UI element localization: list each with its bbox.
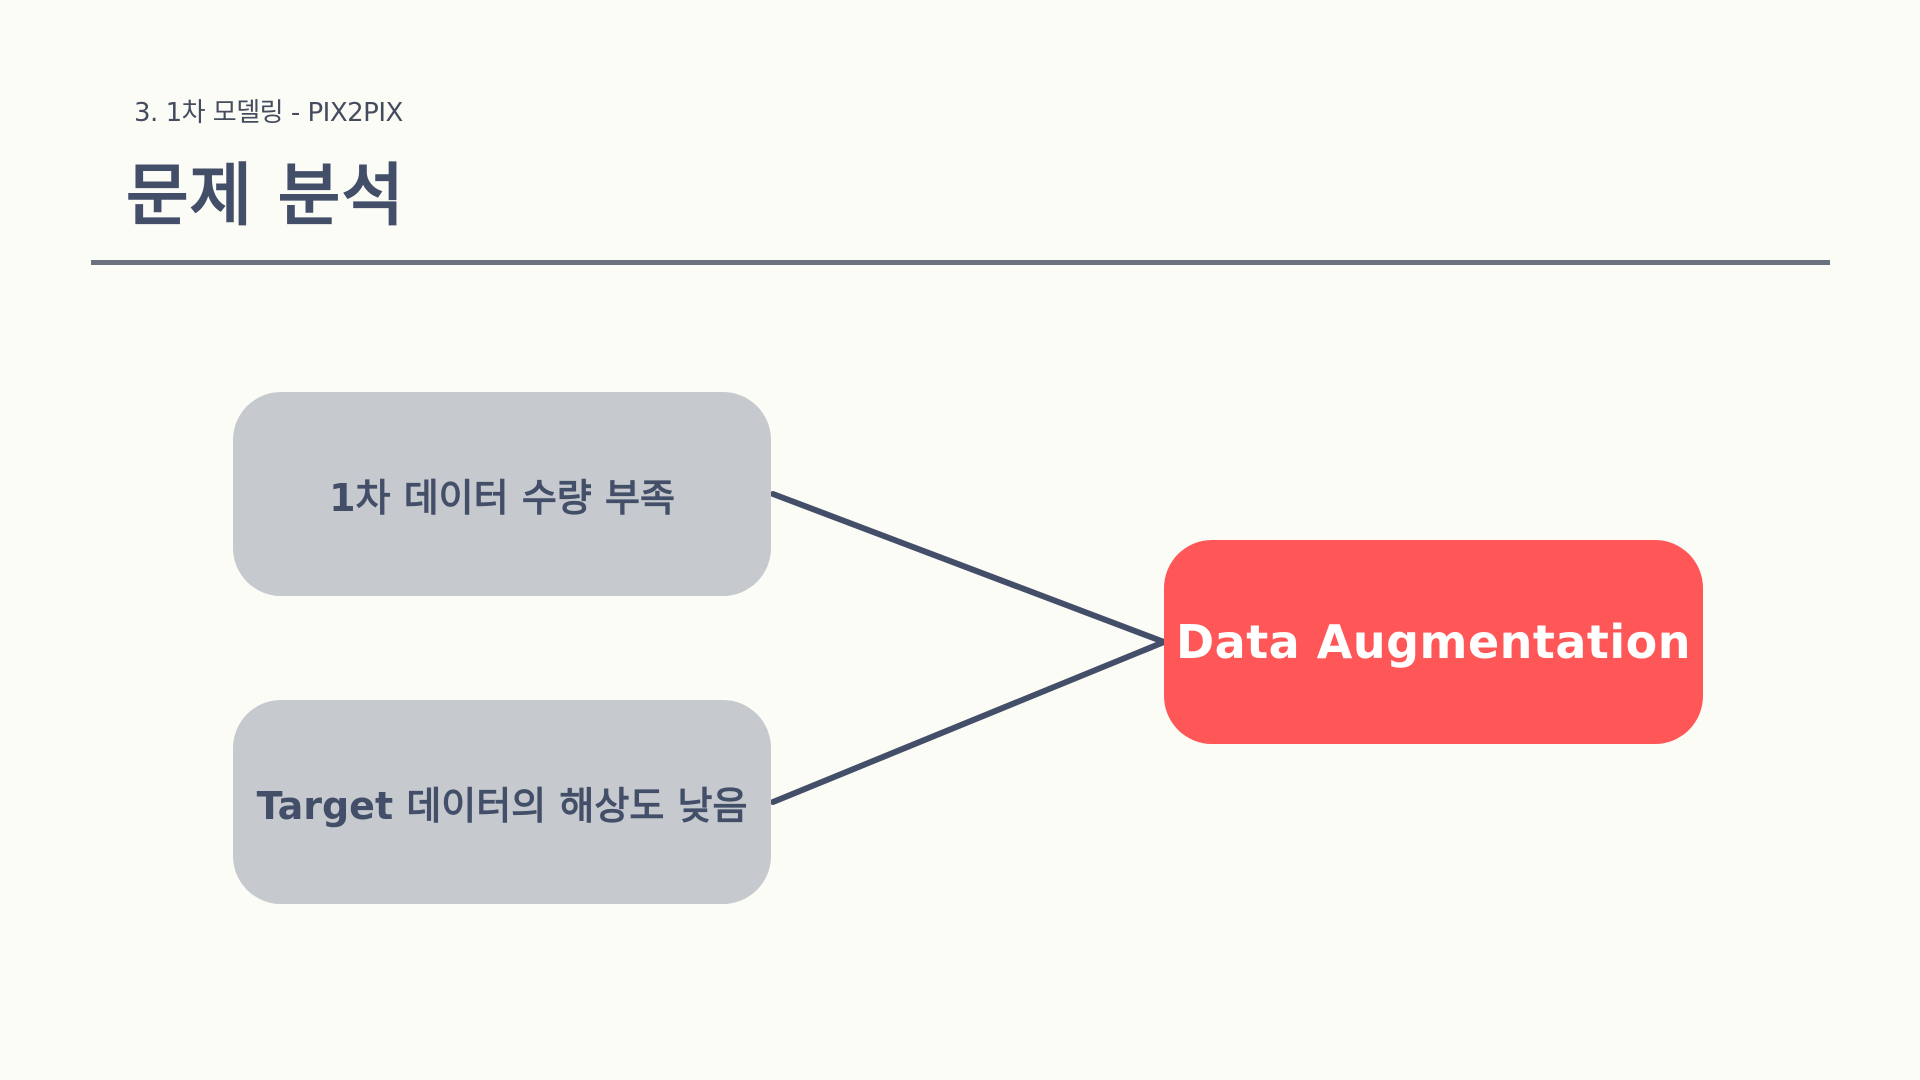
solution-label: Data Augmentation xyxy=(1175,615,1692,669)
problem-label-2: Target 데이터의 해상도 낮음 xyxy=(256,783,748,828)
connector-line-2 xyxy=(770,639,1167,805)
problem-box-1: 1차 데이터 수량 부족 xyxy=(233,392,771,596)
connector-line-1 xyxy=(770,491,1167,645)
solution-box: Data Augmentation xyxy=(1164,540,1703,744)
problem-label-1: 1차 데이터 수량 부족 xyxy=(329,475,675,520)
header-divider xyxy=(91,260,1830,265)
section-subtitle: 3. 1차 모델링 - PIX2PIX xyxy=(134,98,403,128)
problem-box-2: Target 데이터의 해상도 낮음 xyxy=(233,700,771,904)
page-title: 문제 분석 xyxy=(126,157,405,236)
